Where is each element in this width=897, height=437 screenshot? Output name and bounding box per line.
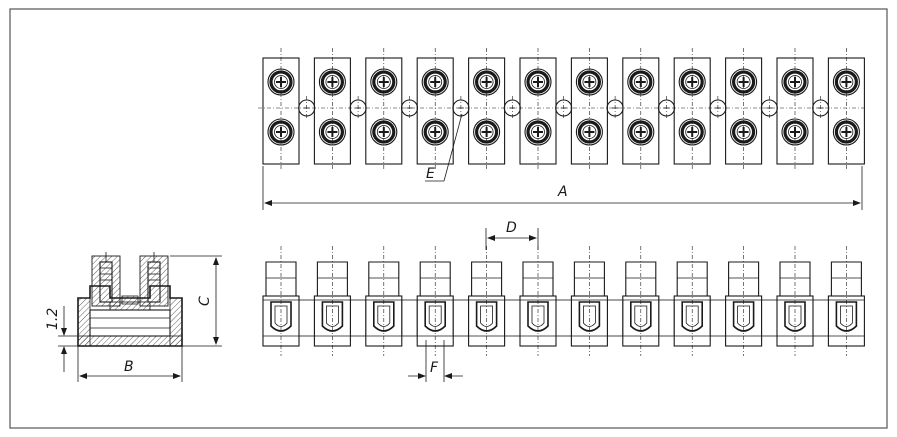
top-terminal-module [673, 48, 727, 170]
screw-icon [267, 68, 295, 96]
front-terminal-module [365, 246, 418, 356]
clamp-window [630, 301, 652, 332]
dimension-d-label: D [506, 220, 517, 236]
screw-icon [575, 68, 603, 96]
screw-icon [524, 68, 552, 96]
clamp-window [732, 301, 755, 332]
drawing-frame [9, 8, 888, 429]
front-terminal-module [416, 246, 470, 356]
front-view [262, 246, 865, 356]
front-terminal-module [519, 246, 572, 356]
top-terminal-module [622, 48, 676, 170]
top-terminal-module [365, 48, 419, 170]
clamp-window [270, 301, 292, 332]
clamp-window [424, 301, 446, 332]
screw-icon [627, 118, 655, 146]
top-terminal-module [468, 48, 521, 170]
clamp-window [527, 301, 549, 332]
front-terminal-module [776, 246, 829, 356]
dimension-a: A [262, 166, 863, 210]
leader-e: E [425, 113, 463, 182]
screw-icon [730, 118, 758, 146]
screw-icon [781, 68, 809, 96]
clamp-window [475, 301, 498, 332]
top-terminal-module [416, 48, 470, 170]
dimension-b-label: B [124, 359, 134, 375]
dimension-b: B [77, 346, 183, 382]
clamp-window [321, 301, 344, 332]
dimension-1-2: 1.2 [45, 306, 78, 372]
front-terminal-module [468, 246, 521, 356]
screw-icon [524, 118, 552, 146]
dimension-c-label: C [197, 296, 213, 306]
dimension-f: F [408, 340, 463, 382]
screw-icon [370, 68, 398, 96]
screw-icon [678, 68, 706, 96]
clamp-window [373, 301, 395, 332]
front-terminal-module [622, 246, 675, 356]
top-terminal-module [570, 48, 624, 170]
top-terminal-module [262, 48, 316, 170]
screw-icon [473, 68, 501, 96]
front-terminal-module [313, 246, 367, 356]
screw-icon [370, 118, 398, 146]
top-terminal-module [725, 48, 778, 170]
dimension-d: D [485, 220, 539, 250]
dimension-c: C [170, 255, 222, 347]
clamp-window [835, 301, 858, 332]
screw-icon [678, 118, 706, 146]
top-terminal-module [827, 48, 865, 170]
front-terminal-module [827, 246, 865, 356]
screw-icon [575, 118, 603, 146]
screw-icon [627, 68, 655, 96]
screw-icon [318, 118, 346, 146]
screw-icon [781, 118, 809, 146]
front-terminal-module [262, 246, 315, 356]
clamp-window [578, 301, 601, 332]
front-terminal-module [570, 246, 624, 356]
screw-icon [267, 118, 295, 146]
screw-icon [832, 118, 860, 146]
screw-icon [318, 68, 346, 96]
clamp-window [681, 301, 703, 332]
screw-icon [730, 68, 758, 96]
clamp-window [784, 301, 806, 332]
top-terminal-module [313, 48, 367, 170]
screw-icon [473, 118, 501, 146]
side-section-view [77, 252, 183, 347]
top-view [262, 48, 865, 170]
leader-e-label: E [426, 166, 435, 182]
screw-icon [421, 118, 449, 146]
top-terminal-module [776, 48, 830, 170]
front-terminal-module [725, 246, 778, 356]
dimension-f-label: F [430, 360, 439, 376]
dimension-a-label: A [557, 184, 568, 200]
screw-icon [421, 68, 449, 96]
front-terminal-module [673, 246, 727, 356]
screw-icon [832, 68, 860, 96]
dimension-1-2-label: 1.2 [45, 308, 61, 330]
top-terminal-module [519, 48, 573, 170]
